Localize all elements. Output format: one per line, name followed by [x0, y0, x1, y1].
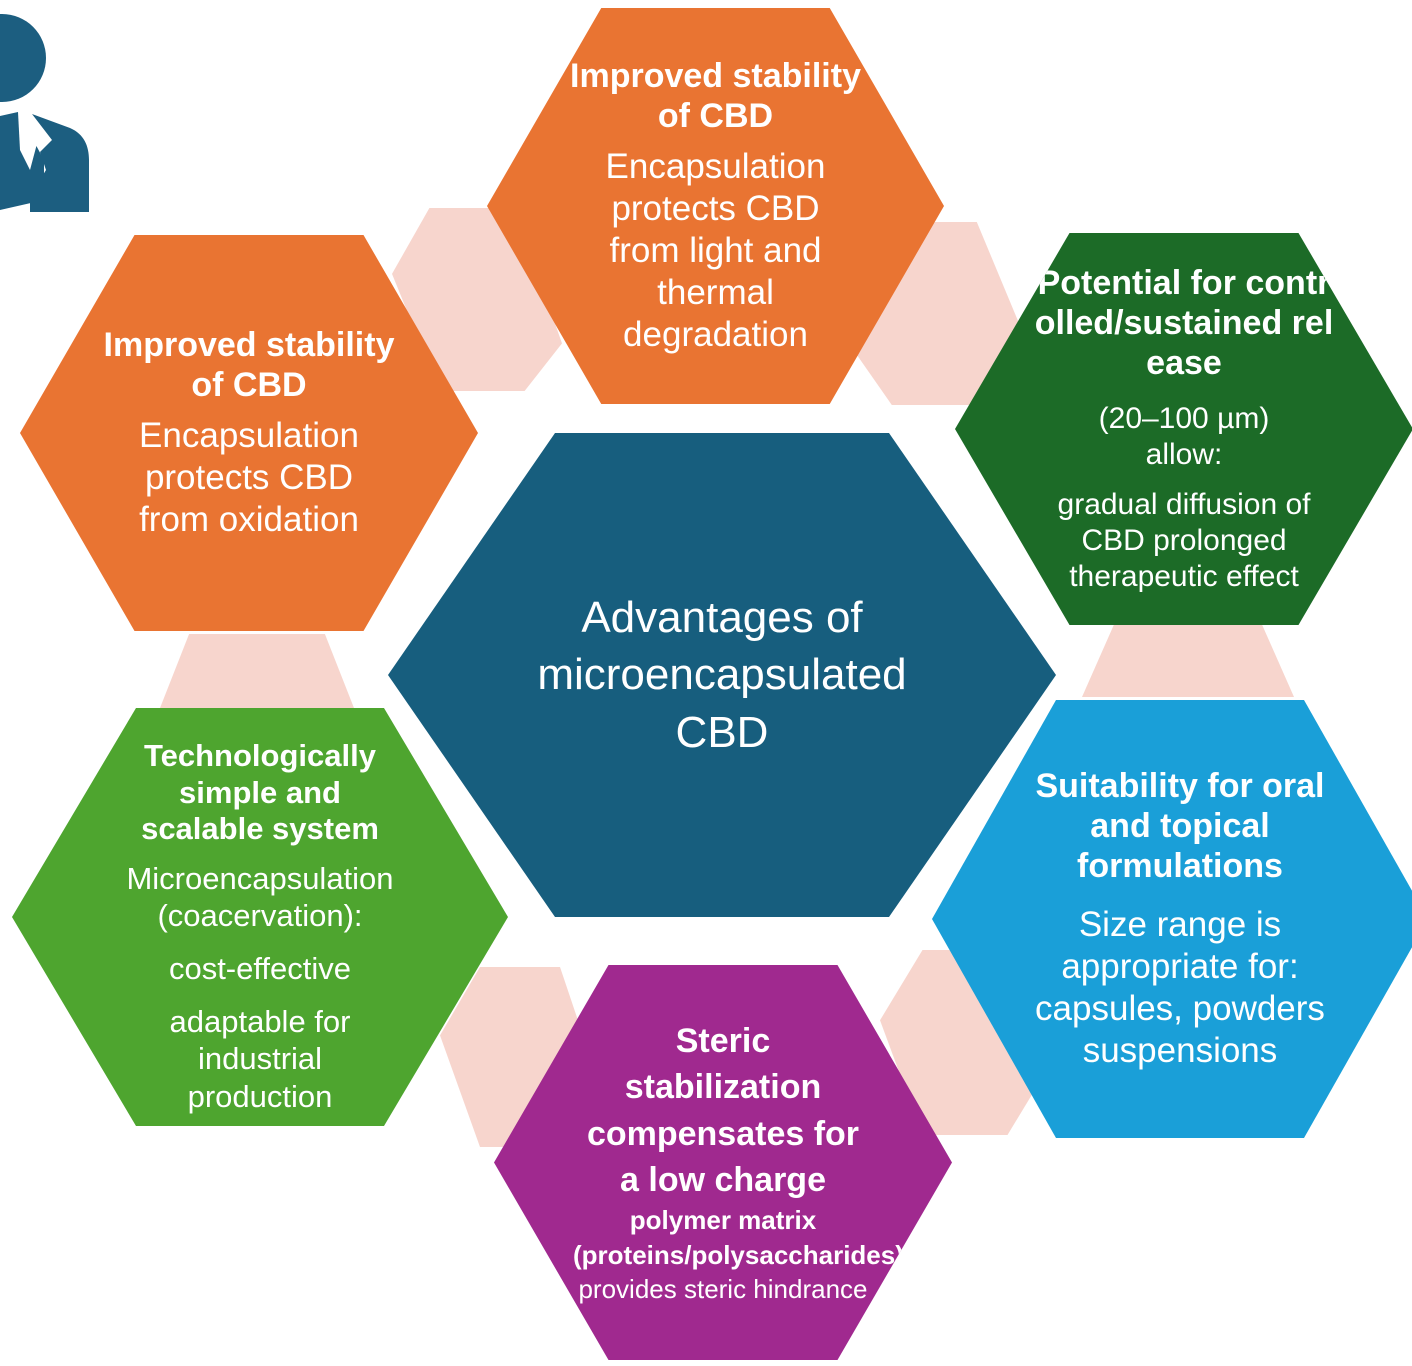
controlled-release-title: Potential for controlled/sustained relea… — [1034, 263, 1334, 383]
hex-stability-oxidation: Improved stability of CBD Encapsulation … — [20, 235, 478, 631]
scalable-body-2: cost-effective — [168, 951, 352, 987]
formulations-title: Suitability for oral and topical formula… — [1035, 766, 1325, 886]
connector-left — [160, 634, 354, 708]
stability-oxidation-title: Improved stability of CBD — [103, 325, 395, 404]
center-title: Advantages of microencapsulated CBD — [537, 593, 907, 757]
stability-light-body: Encapsulation protects CBD from light an… — [605, 147, 826, 355]
stability-light-title: Improved stability of CBD — [570, 56, 861, 135]
steric-body-text: provides steric hindrance — [578, 1274, 868, 1305]
connector-right — [1082, 625, 1294, 697]
formulations-body: Size range is appropriate for: capsules,… — [1035, 905, 1325, 1071]
center-hexagon: Advantages of microencapsulated CBD — [388, 433, 1056, 917]
hex-steric: Steric stabilization compensates for a l… — [494, 965, 952, 1360]
steric-body: polymer matrix (proteins/polysaccharides… — [573, 1203, 904, 1307]
controlled-release-body-1: (20–100 µm) allow: — [1098, 402, 1270, 472]
stability-oxidation-body: Encapsulation protects CBD from oxidatio… — [139, 416, 359, 540]
hex-controlled-release: Potential for controlled/sustained relea… — [955, 233, 1412, 625]
person-icon — [0, 14, 89, 212]
scalable-title: Technologically simple and scalable syst… — [141, 738, 379, 847]
scalable-body-1: Microencapsulation (coacervation): — [126, 860, 394, 933]
hex-stability-light: Improved stability of CBD Encapsulation … — [487, 8, 944, 404]
scalable-body-3: adaptable for industrial production — [169, 1004, 351, 1114]
controlled-release-body-2: gradual diffusion of CBD prolonged thera… — [1057, 488, 1311, 594]
hex-scalable: Technologically simple and scalable syst… — [12, 708, 508, 1126]
steric-title: Steric stabilization compensates for a l… — [586, 1022, 860, 1199]
steric-body-bold: polymer matrix (proteins/polysaccharides… — [573, 1205, 904, 1270]
